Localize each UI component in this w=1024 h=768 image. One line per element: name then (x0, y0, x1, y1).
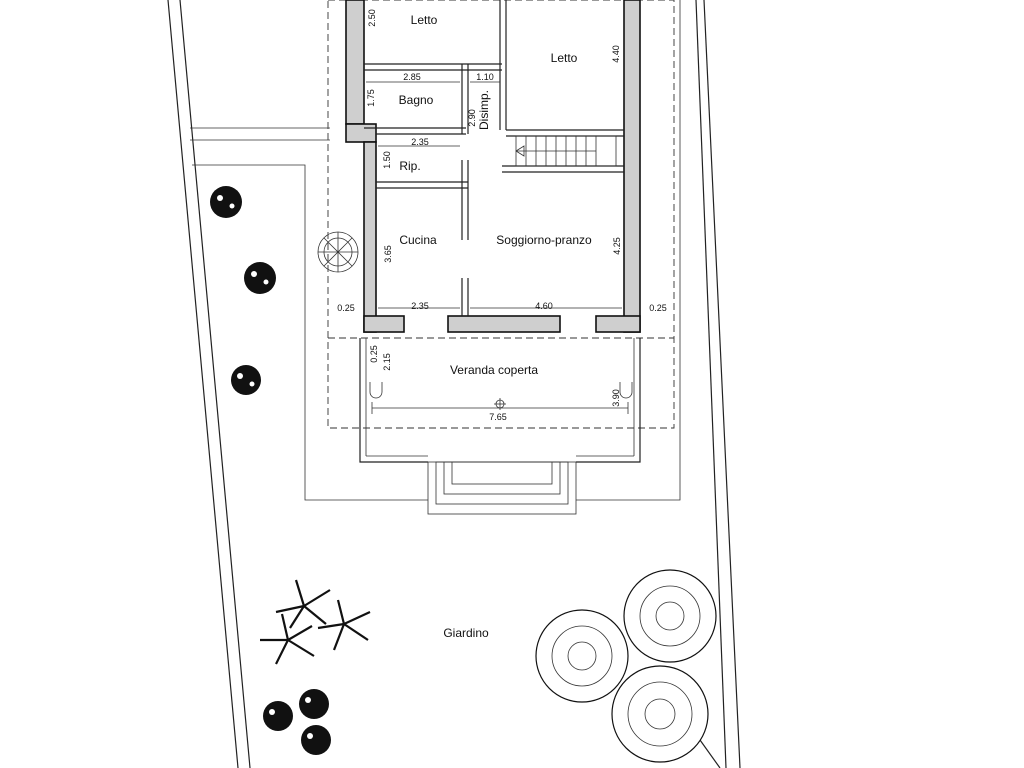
room-label-giardino: Giardino (443, 626, 489, 640)
dim-cucina-height: 3.65 (383, 245, 393, 263)
dim-rip-height: 1.50 (382, 151, 392, 169)
exterior-walls (345, 0, 641, 333)
dim-veranda-wall: 0.25 (369, 345, 379, 363)
tree-icons (535, 569, 717, 763)
veranda-structure (359, 338, 641, 515)
dim-bagno-width: 2.85 (403, 72, 421, 82)
dim-veranda-inner: 2.15 (382, 353, 392, 371)
shrub-icon (299, 689, 329, 719)
dim-wall-left: 0.25 (337, 303, 355, 313)
shrub-icon (210, 186, 242, 218)
dimension-labels: 2.50 4.40 2.85 1.75 1.10 2.90 2.35 1.50 … (337, 9, 667, 422)
room-label-cucina: Cucina (399, 233, 437, 247)
shrub-icons (210, 186, 331, 755)
room-label-bagno: Bagno (399, 93, 434, 107)
staircase (515, 135, 617, 167)
tree-icon (535, 609, 629, 703)
dim-veranda-width: 7.65 (489, 412, 507, 422)
shrub-icon (231, 365, 261, 395)
shrub-icon (301, 725, 331, 755)
room-label-ripostiglio: Rip. (399, 159, 420, 173)
tree-icon (623, 569, 717, 663)
roof-outline (327, 0, 675, 429)
dim-disimp-height: 2.90 (467, 109, 477, 127)
dim-cucina-width: 2.35 (411, 301, 429, 311)
garden-path (190, 0, 681, 501)
dim-veranda-height: 3.90 (611, 389, 621, 407)
dimension-lines (366, 81, 629, 414)
compass-rose-icon (317, 231, 359, 273)
dim-bagno-height: 1.75 (366, 89, 376, 107)
room-label-soggiorno: Soggiorno-pranzo (496, 233, 592, 247)
dim-soggiorno-height: 4.25 (612, 237, 622, 255)
dim-letto-1-height: 2.50 (367, 9, 377, 27)
palm-icon (275, 579, 331, 629)
room-label-letto-1: Letto (411, 13, 438, 27)
palm-icon (317, 599, 371, 651)
room-label-veranda: Veranda coperta (450, 363, 538, 377)
dim-letto-2-height: 4.40 (611, 45, 621, 63)
tree-icon (611, 665, 709, 763)
palm-icon (260, 613, 315, 665)
palm-icons (260, 579, 371, 665)
dim-rip-width: 2.35 (411, 137, 429, 147)
interior-walls (364, 0, 624, 316)
dim-wall-right: 0.25 (649, 303, 667, 313)
room-labels: Letto Letto Bagno Disimp. Rip. Cucina So… (399, 13, 592, 640)
shrub-icon (244, 262, 276, 294)
room-label-disimpegno: Disimp. (477, 90, 491, 130)
shrub-icon (263, 701, 293, 731)
dim-soggiorno-width: 4.60 (535, 301, 553, 311)
room-label-letto-2: Letto (551, 51, 578, 65)
dim-disimp-width: 1.10 (476, 72, 494, 82)
